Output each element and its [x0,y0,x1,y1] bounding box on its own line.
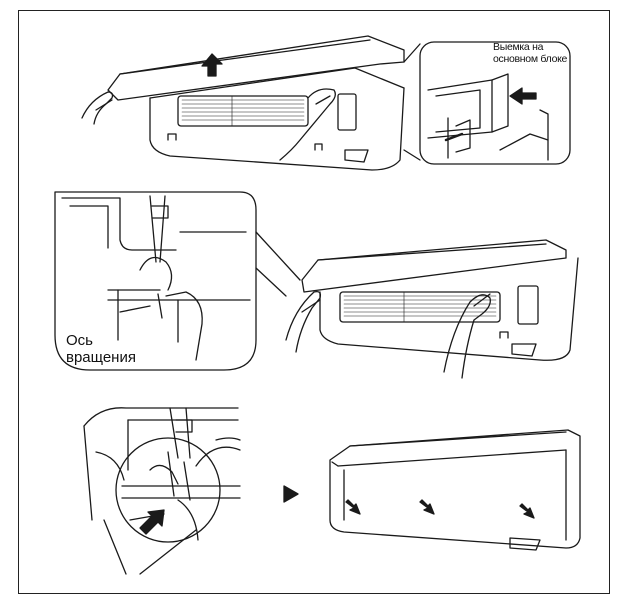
step1-indoor-unit [81,35,405,171]
pivot-axis-label-line1: Ось [66,332,93,349]
pivot-detail-icon [54,191,257,371]
recess-pointer-arrow-icon [509,87,537,105]
pivot-axis-label-line2: вращения [66,348,136,366]
step3-indoor-unit [329,429,581,551]
next-step-arrow-icon [283,485,299,503]
step2-indoor-unit [285,239,579,379]
push-arrow-icon [139,509,165,535]
recess-detail-callout [419,41,571,165]
lift-panel-arrow-icon [201,53,223,77]
step3-pivot-detail [83,407,241,575]
close-panel-arrow-icon [345,499,535,519]
pivot-axis-label: Ось вращения [66,332,156,366]
recess-label: Выемка на основном блоке [493,41,568,65]
